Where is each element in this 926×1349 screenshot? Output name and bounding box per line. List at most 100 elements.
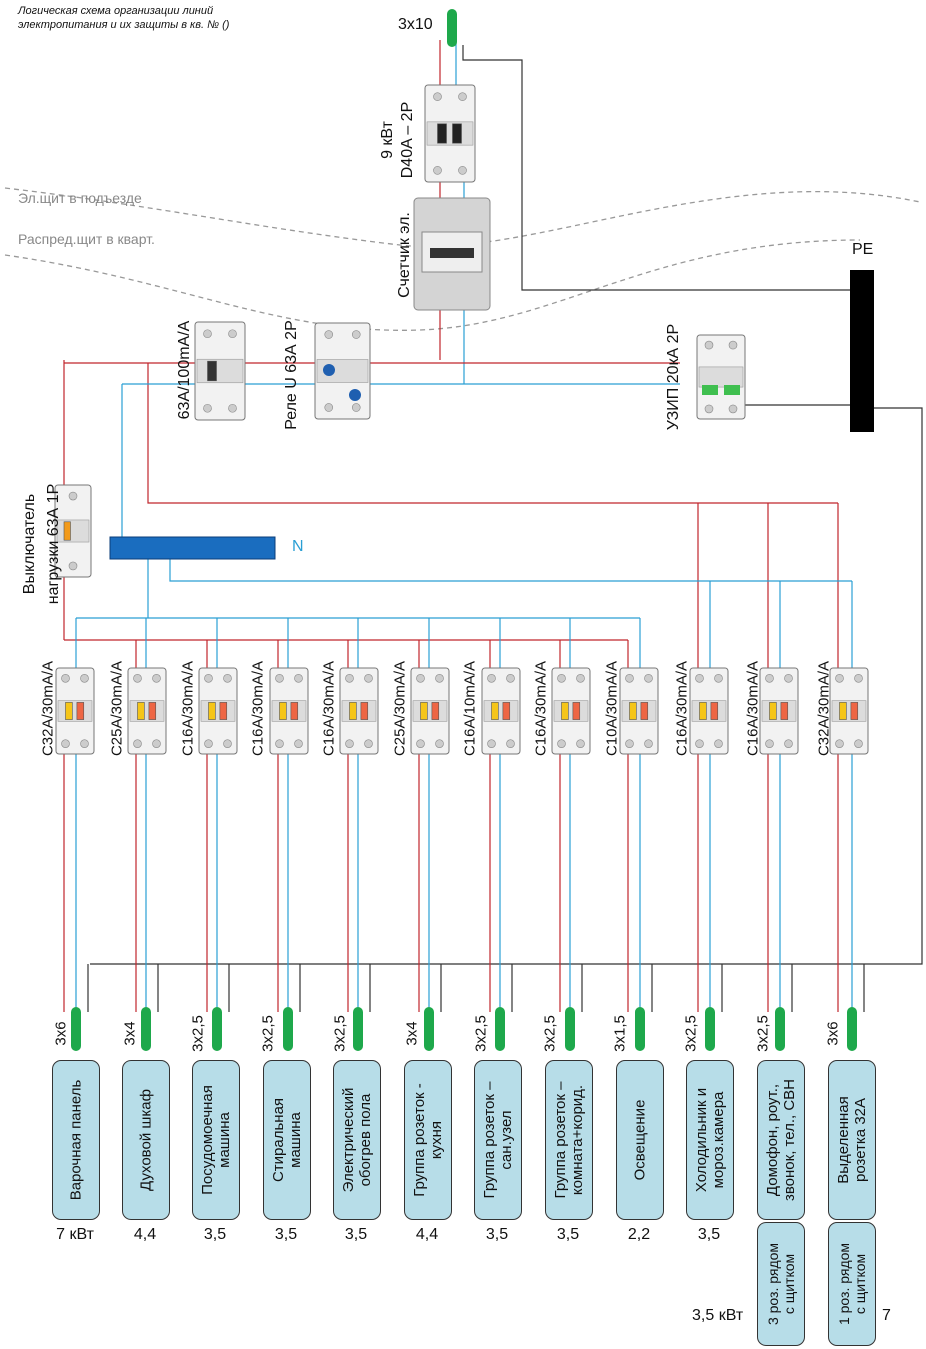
rcbo-6-terminal-top (435, 674, 444, 683)
branch-10-cable: 3х2,5 (682, 1015, 700, 1052)
rcbo-1-face (57, 700, 93, 722)
rcbo-2-terminal-top (133, 674, 142, 683)
rcbo-6-terminal-top (416, 674, 425, 683)
branch-2-rating: С25А/30mA/A (108, 660, 126, 757)
rcbo-5-terminal-bottom (345, 739, 354, 748)
branch-12-rating: С32А/30mA/A (815, 660, 833, 757)
rcbo-8-terminal-bottom (557, 739, 566, 748)
branch-12-cable: 3х6 (824, 1021, 842, 1046)
rcbo-12 (829, 667, 869, 755)
rcbo-9 (619, 667, 659, 755)
load-label: машина (216, 1112, 233, 1168)
load-label: Выделенная (835, 1096, 852, 1184)
branch-10-rating: С16А/30mA/A (673, 660, 691, 757)
rcbo-11-terminal-top (765, 674, 774, 683)
rcbo-10-terminal-bottom (695, 739, 704, 748)
sub-label: с щитком (781, 1253, 797, 1315)
voltage-relay-terminal-bottom (324, 403, 334, 412)
branch-4-cable: 3х2,5 (259, 1015, 277, 1052)
pe-bus-bar (850, 270, 874, 432)
branch-7-power: 3,5 (485, 1226, 509, 1243)
rcbo-7-terminal-top (506, 674, 515, 683)
rcbo-1-handle-2 (76, 702, 85, 720)
branch-4-rating: С16А/30mA/A (249, 660, 267, 757)
rcbo-10-face (691, 700, 727, 722)
rcbo-9-terminal-bottom (644, 739, 653, 748)
rcbo-3-terminal-bottom (204, 739, 213, 748)
load-label: Группа розеток – (552, 1081, 569, 1199)
neutral-bus-bar (109, 536, 276, 560)
load-switch-terminal-bottom (68, 561, 78, 571)
main-breaker-terminal-bottom (433, 166, 442, 175)
rcbo-4-handle (279, 702, 287, 720)
load-label: Холодильник и (693, 1087, 710, 1193)
sub-label: 3 роз. рядом (765, 1242, 781, 1326)
branch-11-rating: С16А/30mA/A (744, 660, 762, 757)
earth-bus-bottom (90, 407, 923, 965)
rcbo-8-handle-2 (572, 702, 581, 720)
voltage-relay-knob-1 (323, 364, 335, 376)
rcd-label: 63А/100mA/A (176, 320, 193, 420)
rcbo-12-terminal-top (835, 674, 844, 683)
rcbo-7-terminal-bottom (506, 739, 515, 748)
surge-protector-terminal-top (728, 340, 738, 350)
rcbo-9-handle (629, 702, 637, 720)
voltage-relay-terminal-top (324, 330, 334, 339)
load-switch (54, 484, 92, 578)
rcbo-7-terminal-top (487, 674, 496, 683)
load-switch-terminal-top (68, 491, 78, 501)
rcbo-4-handle-2 (290, 702, 299, 720)
branch-8-rating: С16А/30mA/A (532, 660, 550, 757)
rcbo-5-terminal-bottom (364, 739, 373, 748)
rcbo-7 (481, 667, 521, 755)
load-box-intercom: Домофон, роут.,звонок, тел., СВН (757, 1060, 805, 1220)
earth-wire-input (462, 45, 850, 291)
branch-11-cable: 3х2,5 (754, 1015, 772, 1052)
branch-8-cable: 3х2,5 (541, 1015, 559, 1052)
rcbo-10-terminal-top (714, 674, 723, 683)
load-label: обогрев пола (357, 1093, 374, 1187)
branch-7-cable: 3х2,5 (472, 1015, 490, 1052)
branch-9-rating: С10А/30mA/A (603, 660, 621, 757)
rcbo-11-terminal-bottom (765, 739, 774, 748)
rcbo-6-handle-2 (431, 702, 440, 720)
load-label: звонок, тел., СВН (781, 1078, 798, 1202)
rcbo-11-handle (769, 702, 777, 720)
rcbo-4-terminal-bottom (294, 739, 303, 748)
main-breaker-terminal-top (458, 92, 467, 101)
rcbo-8-handle (561, 702, 569, 720)
rcbo-7-face (483, 700, 519, 722)
rcbo-4-terminal-bottom (275, 739, 284, 748)
rcbo-4-face (271, 700, 307, 722)
rcbo-10-handle-2 (710, 702, 719, 720)
rcbo-3-terminal-top (204, 674, 213, 683)
surge-protector-indicator-1 (702, 385, 718, 395)
rcbo-2-terminal-top (152, 674, 161, 683)
rcbo-8-face (553, 700, 589, 722)
rcbo-5-terminal-top (364, 674, 373, 683)
meter-label: Счетчик эл. (396, 212, 413, 298)
surge-protector-indicator-2 (724, 385, 740, 395)
rcbo-1-handle (65, 702, 73, 720)
branch-6-rating: С25А/30mA/A (391, 660, 409, 757)
branch-12-power: 7 (882, 1307, 891, 1324)
main-rcd-terminal-bottom (203, 403, 212, 413)
branch-2-cable: 3х4 (121, 1021, 139, 1046)
load-label: Домофон, роут., (764, 1083, 781, 1197)
rcbo-4-terminal-top (294, 674, 303, 683)
rcbo-2-face (129, 700, 165, 722)
rcbo-1-terminal-bottom (80, 739, 89, 748)
load-switch-label-line-2: нагрузки 63А 1Р (45, 483, 62, 605)
main-breaker (424, 84, 476, 183)
rcbo-10-handle (699, 702, 707, 720)
rcbo-7-handle (491, 702, 499, 720)
neutral-bus-lower (169, 559, 852, 582)
rcbo-3-face (200, 700, 236, 722)
load-box-oven: Духовой шкаф (122, 1060, 170, 1220)
rcbo-2-terminal-bottom (133, 739, 142, 748)
branch-9-power: 2,2 (627, 1226, 651, 1243)
